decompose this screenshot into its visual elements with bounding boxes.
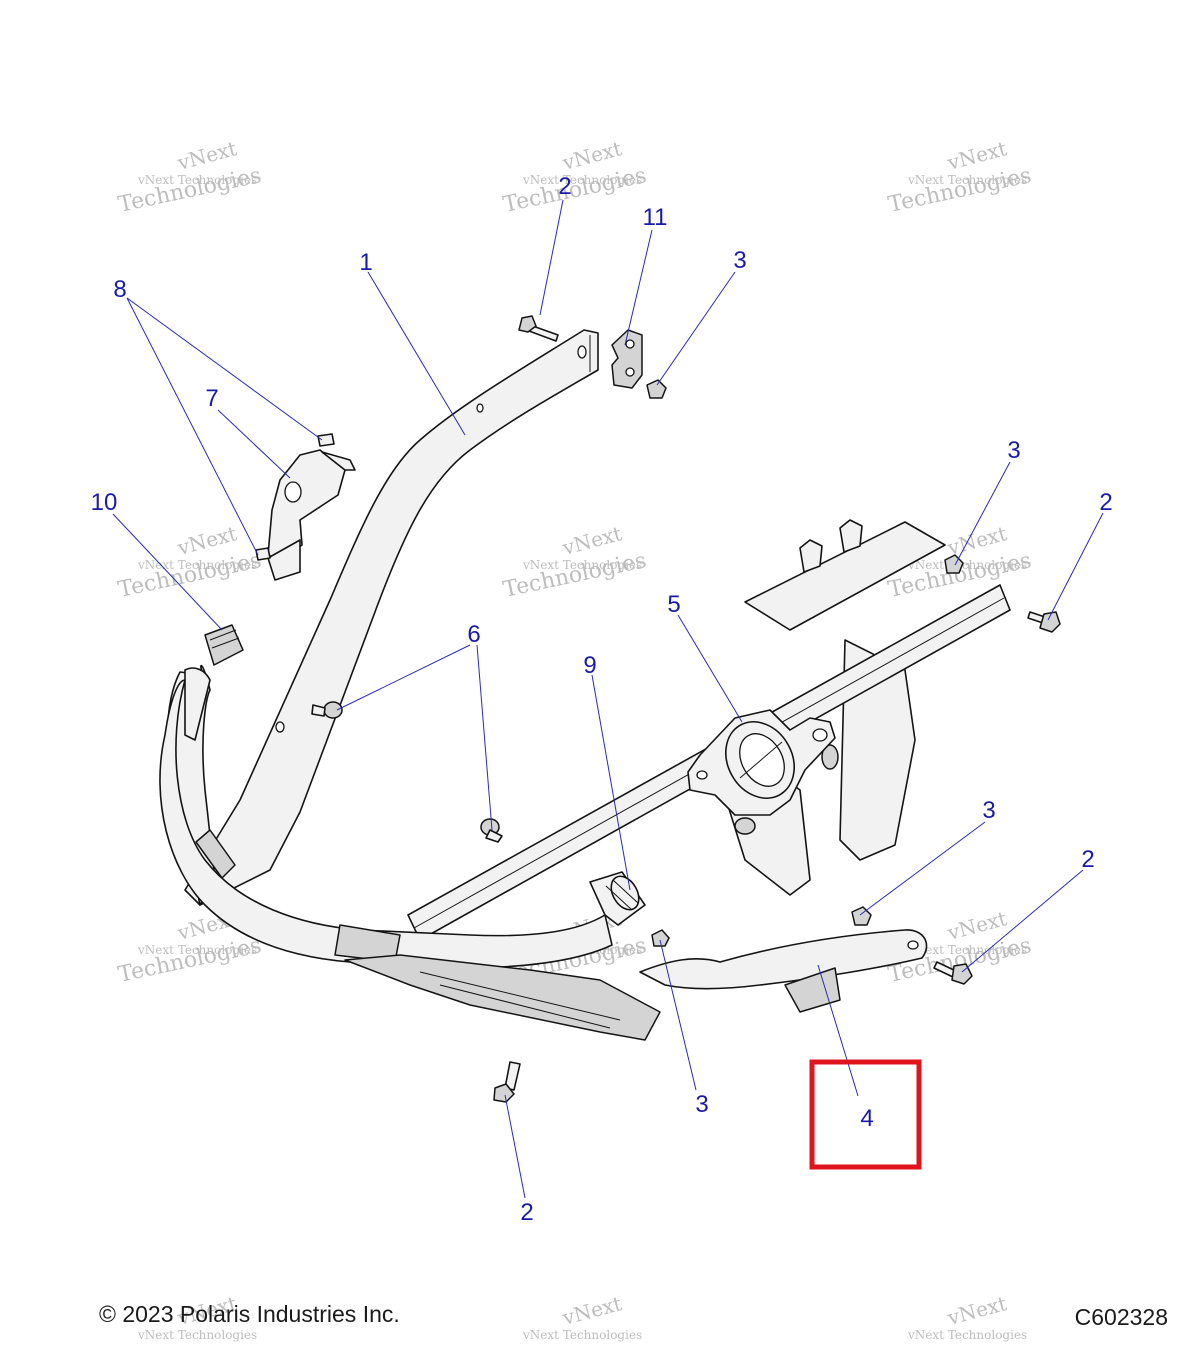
callout-2: 2 — [1099, 489, 1112, 516]
part-4-lower-brace — [639, 929, 928, 1013]
callout-6: 6 — [467, 621, 480, 648]
svg-text:vNext Technologies: vNext Technologies — [522, 1328, 642, 1342]
callout-3: 3 — [982, 797, 995, 824]
callout-8: 8 — [113, 276, 126, 303]
watermark: vNext vNext Technologies Technologies — [116, 521, 264, 603]
leader-lines — [112, 199, 1104, 1199]
svg-text:vNext Technologies: vNext Technologies — [907, 558, 1027, 572]
callout-4: 4 — [860, 1105, 873, 1132]
part-6-push-pin — [311, 701, 503, 843]
callout-2: 2 — [558, 173, 571, 200]
figure-code: C602328 — [1074, 1304, 1168, 1330]
part-2-bolts — [493, 315, 1061, 1103]
svg-text:vNext Technologies: vNext Technologies — [907, 1328, 1027, 1342]
callout-11: 11 — [643, 204, 668, 231]
svg-text:vNext Technologies: vNext Technologies — [137, 558, 257, 572]
svg-text:vNext Technologies: vNext Technologies — [522, 558, 642, 572]
part-11-plate — [611, 329, 643, 389]
callout-1: 1 — [359, 249, 372, 276]
callout-7: 7 — [205, 385, 218, 412]
part-8-clip — [255, 433, 335, 561]
callout-5: 5 — [667, 591, 680, 618]
watermark: vNext vNext Technologies Technologies — [501, 521, 649, 603]
watermark: vNext vNext Technologies Technologies — [116, 136, 264, 218]
part-10-plug — [204, 624, 244, 666]
svg-text:vNext Technologies: vNext Technologies — [137, 173, 257, 187]
highlight-box — [809, 1059, 922, 1170]
svg-text:vNext Technologies: vNext Technologies — [522, 173, 642, 187]
watermark: vNext vNext Technologies Technologies — [886, 136, 1034, 218]
svg-text:vNext Technologies: vNext Technologies — [137, 1328, 257, 1342]
watermark: vNext vNext Technologies — [907, 1291, 1027, 1342]
watermark: vNext vNext Technologies Technologies — [501, 136, 649, 218]
part-9-boot — [589, 871, 646, 926]
callout-2: 2 — [1081, 846, 1094, 873]
callout-labels: 1 2 11 3 8 7 10 3 2 5 6 9 3 2 3 4 2 — [91, 173, 1113, 1226]
part-bumper-bar — [159, 667, 613, 969]
svg-text:vNext Technologies: vNext Technologies — [137, 943, 257, 957]
copyright-text: © 2023 Polaris Industries Inc. — [99, 1301, 400, 1327]
part-7-bracket — [267, 449, 356, 581]
svg-text:vNext Technologies: vNext Technologies — [907, 173, 1027, 187]
svg-text:vNext: vNext — [559, 1291, 624, 1330]
callout-3: 3 — [733, 247, 746, 274]
watermark: vNext vNext Technologies — [522, 1291, 642, 1342]
callout-10: 10 — [91, 489, 118, 516]
svg-text:vNext: vNext — [944, 1291, 1009, 1330]
part-skid-plate — [344, 954, 661, 1041]
part-5-steering-mount — [687, 709, 836, 816]
callout-2: 2 — [520, 1199, 533, 1226]
callout-9: 9 — [583, 652, 596, 679]
part-1-main-hoop — [166, 329, 599, 906]
callout-3: 3 — [695, 1091, 708, 1118]
callout-3: 3 — [1007, 437, 1020, 464]
svg-text:vNext Technologies: vNext Technologies — [907, 943, 1027, 957]
